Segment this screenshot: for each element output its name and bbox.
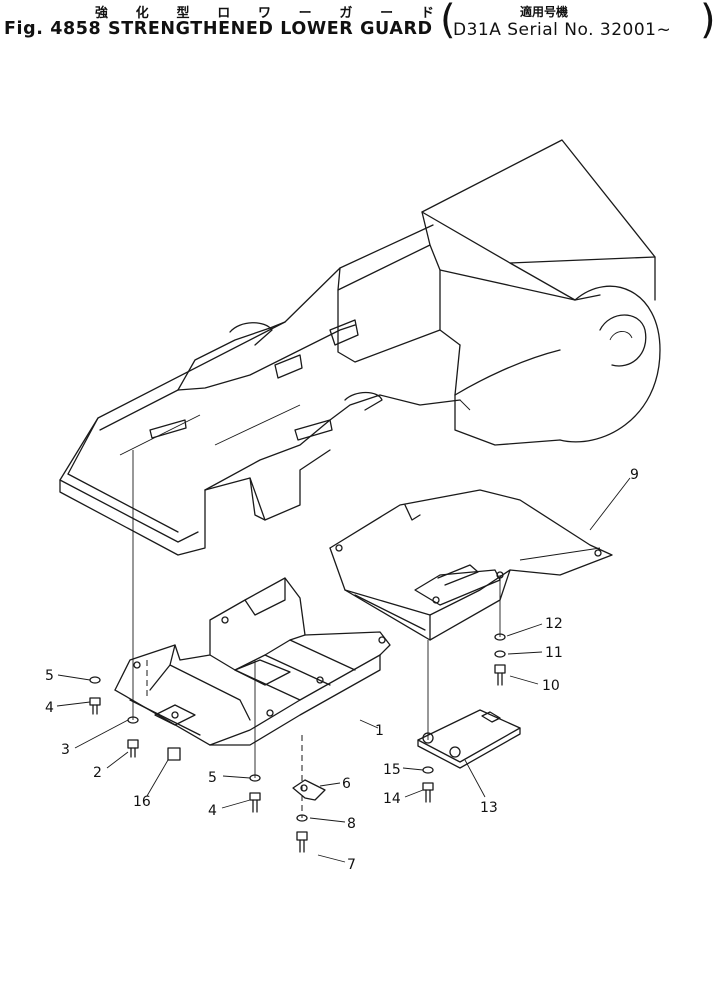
callout-2: 2 [93,765,102,781]
callout-3: 3 [61,742,70,758]
callout-16: 16 [133,794,151,810]
serial-label-japanese: 適用号機 [520,5,569,19]
callout-6: 6 [342,776,351,792]
callout-12: 12 [545,616,563,632]
title-jp-char: 化 [135,6,150,21]
title-jp-char: ー [298,6,313,21]
bracket-close: ) [700,0,715,43]
callout-1: 1 [375,723,384,739]
fasteners [89,633,506,853]
callout-4-b: 4 [208,803,217,819]
assembly-lines [132,450,501,818]
callout-14: 14 [383,791,401,807]
figure-title: Fig. 4858 STRENGTHENED LOWER GUARD [4,19,433,39]
callout-7: 7 [347,857,356,873]
bracket-6 [292,779,326,801]
guard-plate-1 [114,577,391,746]
tractor-frame [59,139,661,556]
guard-plate-9 [329,489,613,641]
title-jp-char: 強 [95,6,110,21]
callout-9: 9 [630,467,639,483]
bracket-open: ( [440,0,456,43]
callout-8: 8 [347,816,356,832]
title-jp-char: ー [380,6,395,21]
callout-11: 11 [545,645,563,661]
title-japanese: 強 化 型 ロ ワ ー ガ ー ド [95,2,435,22]
callout-5: 5 [45,668,54,684]
callout-10: 10 [542,678,560,694]
title-jp-char: ロ [217,6,232,21]
title-jp-char: ド [420,6,435,21]
callout-4: 4 [45,700,54,716]
callout-13: 13 [480,800,498,816]
title-jp-char: 型 [176,6,191,21]
callouts: 1 2 3 4 4 5 5 6 7 8 9 10 11 12 13 14 15 … [45,467,639,873]
callout-15: 15 [383,762,401,778]
title-jp-char: ガ [339,6,354,21]
serial-range: D31A Serial No. 32001~ [453,20,672,40]
cover-plate-13 [417,709,521,769]
leader-lines [56,477,631,863]
callout-5-b: 5 [208,770,217,786]
title-jp-char: ワ [257,6,272,21]
